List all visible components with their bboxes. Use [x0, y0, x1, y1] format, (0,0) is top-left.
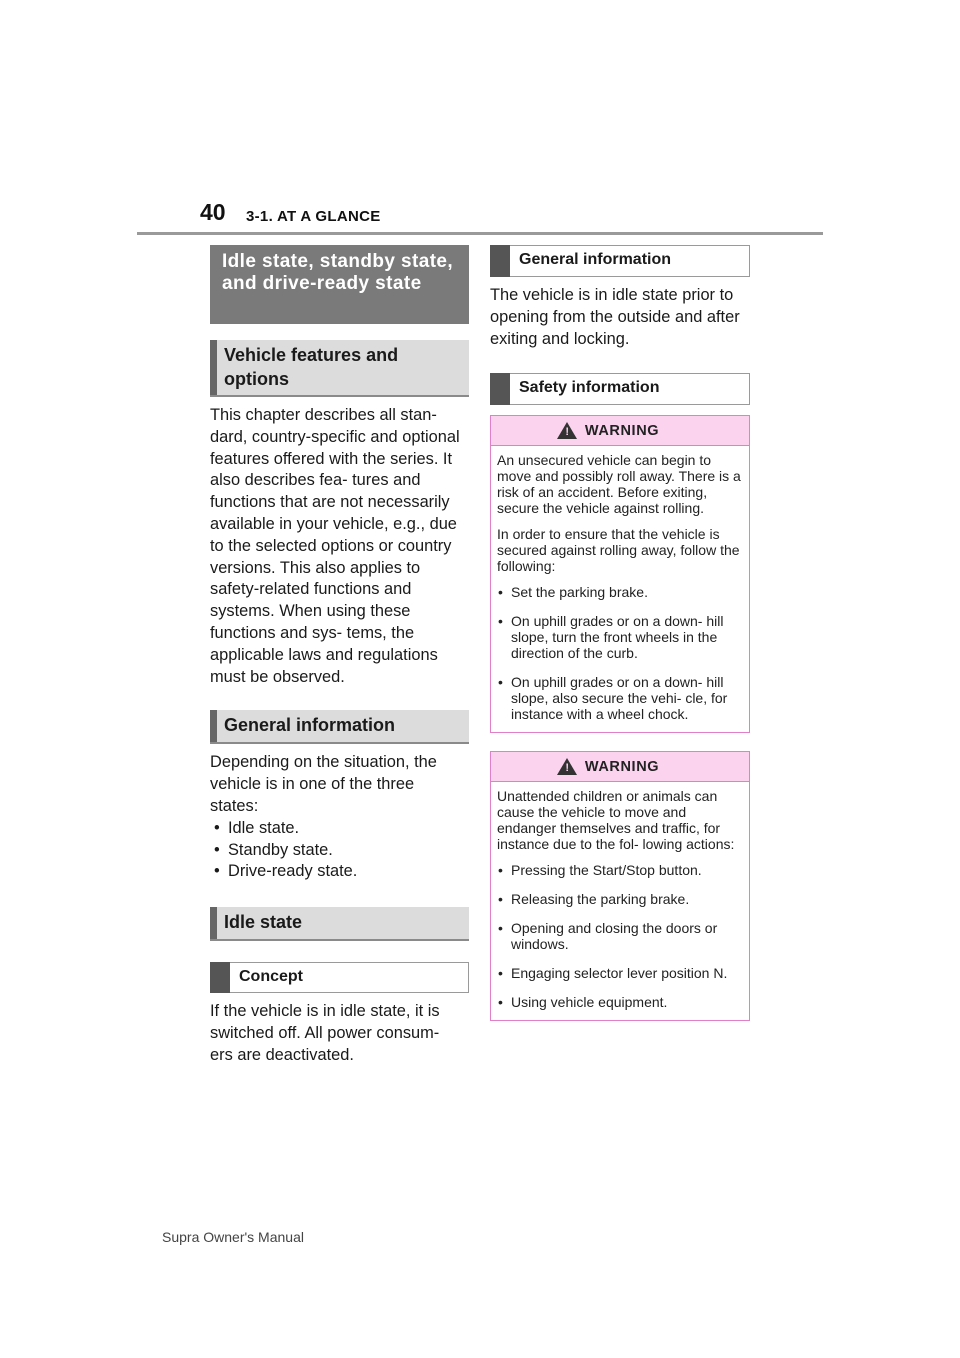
left-column: Idle state, standby state, and drive-rea… [210, 245, 469, 1067]
list-item: Standby state. [210, 840, 469, 862]
warning-box-rolling: ! WARNING An unsecured vehicle can begin… [490, 415, 750, 734]
warning-list: Pressing the Start/Stop button. Releasin… [497, 862, 743, 1010]
list-item: Opening and closing the doors or windows… [497, 920, 743, 952]
states-list: Idle state. Standby state. Drive-ready s… [210, 818, 469, 883]
list-item: Using vehicle equipment. [497, 994, 743, 1010]
list-item: Pressing the Start/Stop button. [497, 862, 743, 878]
general-heading: General information [210, 710, 469, 745]
warning-box-children: ! WARNING Unattended children or animals… [490, 751, 750, 1022]
warning-header: ! WARNING [491, 416, 749, 447]
list-item: Set the parking brake. [497, 584, 743, 600]
general-info-text: The vehicle is in idle state prior to op… [490, 286, 740, 348]
page-number: 40 [200, 199, 226, 225]
features-heading: Vehicle features and options [210, 340, 469, 397]
features-text: This chapter describes all stan- dard, c… [210, 406, 460, 686]
warning-paragraph: Unattended children or animals can cause… [497, 788, 735, 853]
main-title: Idle state, standby state, and drive-rea… [210, 245, 469, 324]
warning-title: WARNING [584, 422, 660, 439]
list-item: Drive-ready state. [210, 861, 469, 883]
warning-header: ! WARNING [491, 752, 749, 783]
warning-title: WARNING [584, 758, 660, 775]
list-item: Idle state. [210, 818, 469, 840]
general-info-heading: General information [490, 245, 750, 277]
warning-triangle-icon: ! [556, 422, 577, 440]
warning-triangle-icon: ! [556, 758, 577, 776]
concept-text: If the vehicle is in idle state, it is s… [210, 1002, 440, 1064]
warning-paragraph: An unsecured vehicle can begin to move a… [497, 452, 741, 517]
header-divider [137, 232, 823, 235]
idle-state-heading: Idle state [210, 907, 469, 942]
section-title: 3-1. AT A GLANCE [246, 208, 381, 225]
list-item: Releasing the parking brake. [497, 891, 743, 907]
list-item: On uphill grades or on a down- hill slop… [497, 613, 743, 661]
warning-body: Unattended children or animals can cause… [491, 782, 749, 1020]
general-text: Depending on the situation, the vehicle … [210, 753, 437, 815]
right-column: General information The vehicle is in id… [490, 245, 750, 1022]
list-item: Engaging selector lever position N. [497, 965, 743, 981]
list-item: On uphill grades or on a down- hill slop… [497, 674, 743, 722]
footer-manual-title: Supra Owner's Manual [162, 1229, 304, 1245]
warning-body: An unsecured vehicle can begin to move a… [491, 446, 749, 732]
concept-heading: Concept [210, 962, 469, 994]
warning-paragraph: In order to ensure that the vehicle is s… [497, 526, 740, 575]
warning-list: Set the parking brake. On uphill grades … [497, 584, 743, 722]
safety-info-heading: Safety information [490, 373, 750, 406]
